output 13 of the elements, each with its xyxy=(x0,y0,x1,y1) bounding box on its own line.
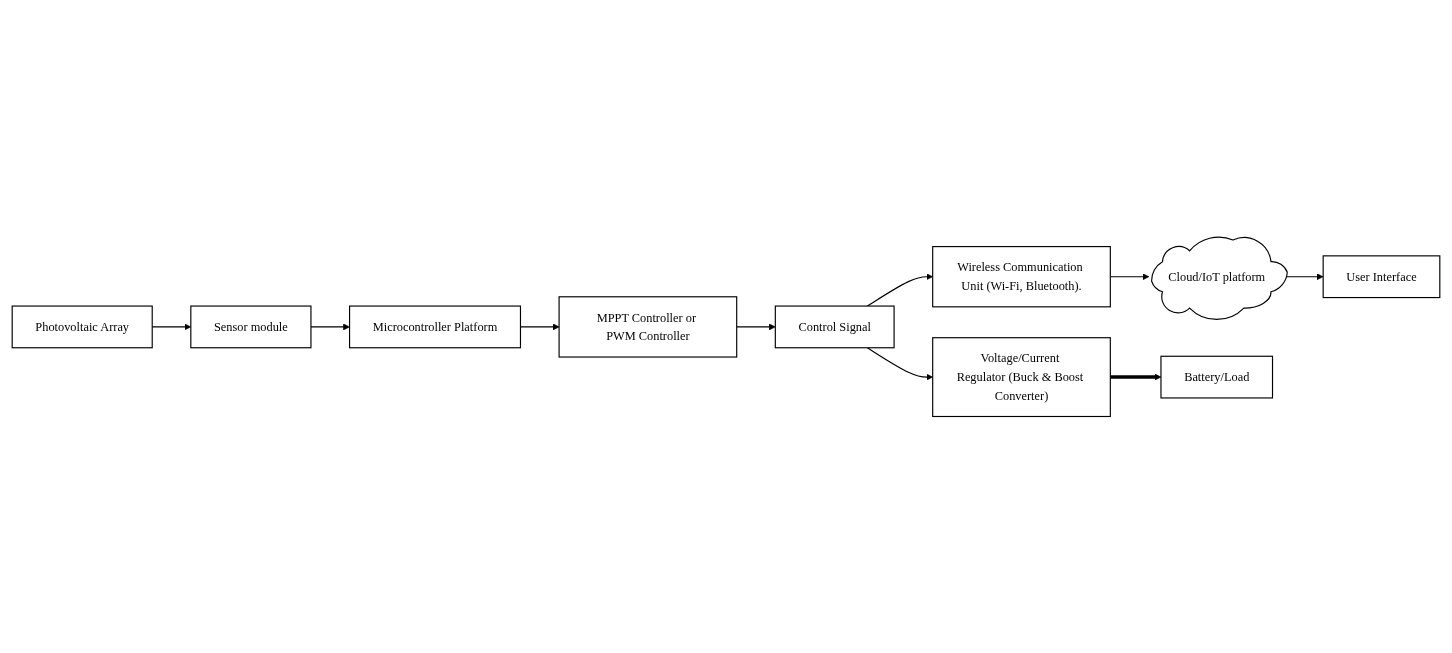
arrow xyxy=(866,272,933,307)
node-box: Control Signal xyxy=(774,305,895,348)
node-box: Sensor module xyxy=(190,305,312,348)
node-box: Battery/Load xyxy=(1160,355,1274,399)
node-box: Voltage/Current Regulator (Buck & Boost Converter) xyxy=(932,336,1111,417)
node-box: User Interface xyxy=(1322,254,1441,298)
node-box: MPPT Controller or PWM Controller xyxy=(558,295,738,358)
arrow xyxy=(866,346,933,381)
arrow xyxy=(736,323,776,330)
node-box: Wireless Communication Unit (Wi-Fi, Bluetooth). xyxy=(932,245,1111,308)
node-box: Photovoltaic Array xyxy=(11,305,153,348)
node-box: Microcontroller Platform xyxy=(349,305,522,348)
arrow xyxy=(310,323,350,330)
